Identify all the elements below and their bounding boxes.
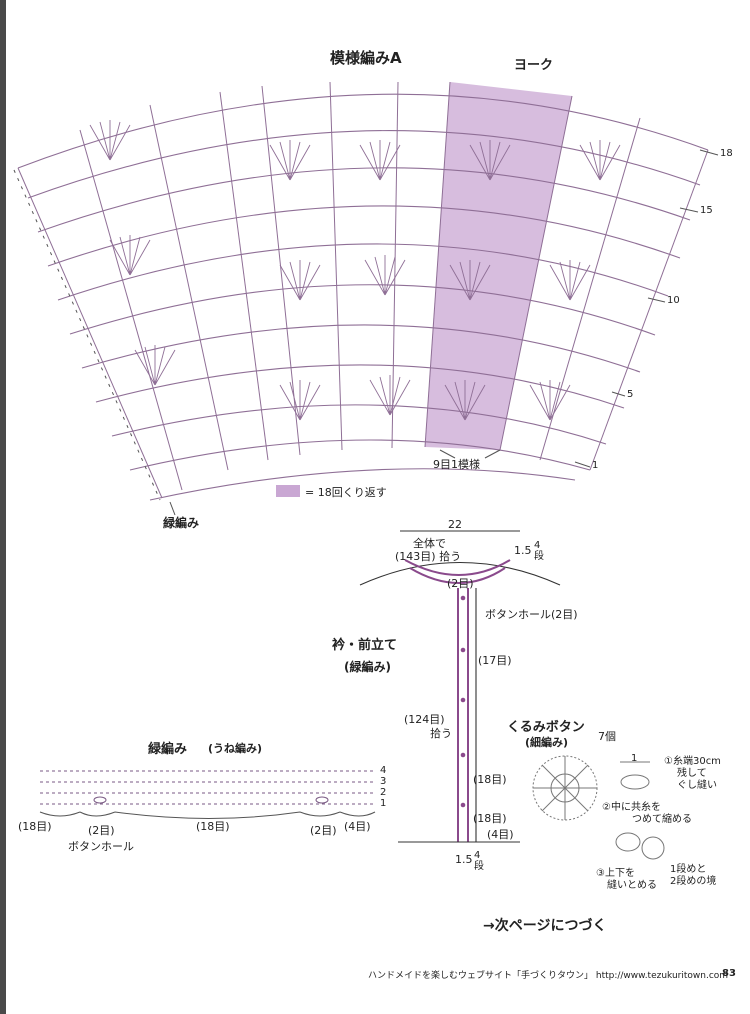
row-mark-15: 15 <box>700 205 713 216</box>
collar-width: 22 <box>448 518 462 531</box>
page-number: 83 <box>722 968 736 979</box>
collar-4-stitches: (4目) <box>487 828 514 841</box>
edging-row-1: 1 <box>380 798 387 809</box>
edging-row-4: 4 <box>380 765 387 776</box>
collar-top-height: 1.5 <box>514 544 532 557</box>
yoke-label: ヨーク <box>514 58 554 73</box>
collar-top-stitch: (2目) <box>447 577 474 590</box>
button-note1: 1段めと <box>670 864 707 875</box>
collar-17-stitches: (17目) <box>478 654 512 667</box>
button-note2: 2段めの境 <box>670 876 717 887</box>
row-mark-1: 1 <box>592 460 599 471</box>
button-step1b: 残して <box>677 768 707 779</box>
collar-title: 衿・前立て <box>332 638 398 653</box>
collar-pickup-count: (143目) 拾う <box>395 550 462 563</box>
collar-bottom-height: 1.5 <box>455 853 473 866</box>
chart-edge-label: 緑編み <box>163 516 200 530</box>
repeat-unit-label: 9目1模様 <box>433 458 480 471</box>
button-step2: ②中に共糸を <box>602 802 661 813</box>
legend-swatch <box>276 485 300 497</box>
footer-site: ハンドメイドを楽しむウェブサイト「手づくりタウン」 http://www.tez… <box>368 971 729 981</box>
edging-label-18a: (18目) <box>18 820 52 833</box>
collar-pickup-total: 全体で <box>413 537 446 550</box>
edging-row-2: 2 <box>380 787 387 798</box>
button-step1: ①糸端30cm <box>664 756 721 767</box>
button-title: くるみボタン <box>507 720 585 735</box>
collar-buttonhole-label: ボタンホール(2目) <box>485 608 578 621</box>
button-diagram <box>532 755 665 860</box>
button-subtitle: (細編み) <box>525 736 569 749</box>
chart-row-pointers <box>169 149 719 516</box>
button-dimension: 1 <box>631 753 638 764</box>
edging-buttonhole-label: ボタンホール <box>68 840 134 853</box>
continue-next-page: →次ページにつづく <box>483 918 607 934</box>
row-mark-5: 5 <box>627 389 634 400</box>
collar-diagram <box>359 530 561 843</box>
chart-fan-motifs <box>89 120 621 421</box>
yoke-highlight-band <box>425 82 572 450</box>
edging-row-3: 3 <box>380 776 387 787</box>
collar-bottom-rows: 4段 <box>474 850 484 872</box>
button-step3: ③上下を <box>596 868 635 879</box>
row-mark-10: 10 <box>667 295 680 306</box>
row-mark-18: 18 <box>720 148 733 159</box>
edging-label-2b: (2目) <box>310 824 337 837</box>
collar-subtitle: (緑編み) <box>344 660 391 674</box>
edging-label-18b: (18目) <box>196 820 230 833</box>
chart-row-arcs <box>17 93 709 501</box>
page-binding-edge <box>0 0 6 1014</box>
collar-pickup: 拾う <box>430 727 452 740</box>
edging-subtitle: (うね編み) <box>208 742 263 755</box>
legend-text: = 18回くり返す <box>305 486 387 499</box>
collar-top-rows: 4段 <box>534 540 544 562</box>
edging-diagram <box>39 770 376 819</box>
collar-18-stitches-b: (18目) <box>473 812 507 825</box>
button-step1c: ぐし縫い <box>677 780 717 791</box>
button-count: 7個 <box>598 730 616 743</box>
edging-label-2a: (2目) <box>88 824 115 837</box>
collar-18-stitches-a: (18目) <box>473 773 507 786</box>
button-step2b: つめて縮める <box>632 814 692 825</box>
chart-left-edge-stitches <box>13 169 161 501</box>
chart-column-lines <box>17 81 709 499</box>
button-step3b: 縫いとめる <box>607 880 657 891</box>
edging-label-4: (4目) <box>344 820 371 833</box>
collar-buttonhole-marks <box>460 595 466 808</box>
chart-title: 模様編みA <box>330 49 402 67</box>
collar-124-stitches: (124目) <box>404 713 445 726</box>
edging-title: 緑編み <box>148 742 188 757</box>
